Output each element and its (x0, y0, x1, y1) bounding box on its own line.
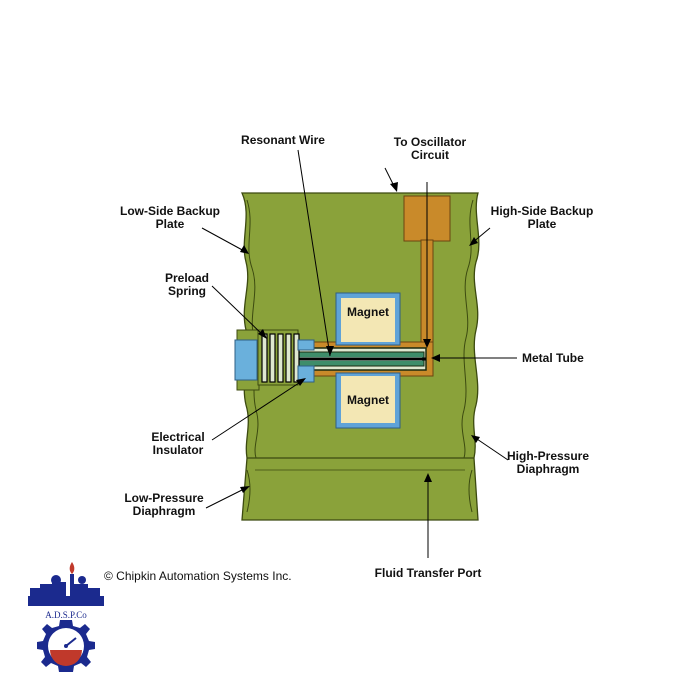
preload-spring (261, 333, 300, 383)
insulator-upper (297, 339, 315, 351)
label-low-side-backup-2: Plate (156, 217, 185, 231)
magnet-top-label: Magnet (347, 305, 389, 319)
label-preload-1: Preload (165, 271, 209, 285)
label-high-side-backup-2: Plate (528, 217, 557, 231)
label-preload-2: Spring (168, 284, 206, 298)
label-high-pressure-2: Diaphragm (517, 462, 580, 476)
label-high-pressure-1: High-Pressure (507, 449, 589, 463)
label-electrical-2: Insulator (153, 443, 204, 457)
label-low-pressure-1: Low-Pressure (124, 491, 204, 505)
logo-text: A.D.S.P.Co (45, 610, 87, 620)
low-pressure-diaphragm (246, 469, 251, 513)
arrow-head (326, 346, 334, 356)
preload-assembly (234, 329, 315, 391)
magnet-top: Magnet (335, 292, 401, 346)
electrical-insulator (297, 365, 315, 383)
end-cap-insulator (234, 339, 258, 381)
label-low-pressure-2: Diaphragm (133, 504, 196, 518)
flame-icon (69, 562, 75, 574)
company-logo: A.D.S.P.Co (28, 562, 104, 672)
label-low-side-backup-1: Low-Side Backup (120, 204, 220, 218)
label-resonant-wire: Resonant Wire (241, 133, 325, 147)
label-electrical-1: Electrical (151, 430, 204, 444)
label-to-oscillator-1: To Oscillator (394, 135, 467, 149)
copyright-text: © Chipkin Automation Systems Inc. (104, 569, 292, 583)
label-fluid-transfer-port: Fluid Transfer Port (375, 566, 482, 580)
leader-lines (201, 149, 517, 558)
label-high-side-backup-1: High-Side Backup (491, 204, 594, 218)
labels: Resonant Wire To Oscillator Circuit Low-… (120, 133, 593, 580)
magnet-bottom: Magnet (335, 372, 401, 429)
high-side-backup-plate (461, 199, 474, 459)
gear-icon (37, 620, 95, 672)
label-metal-tube: Metal Tube (522, 351, 584, 365)
magnet-bottom-label: Magnet (347, 393, 389, 407)
factory-icon (28, 574, 104, 606)
label-to-oscillator-2: Circuit (411, 148, 449, 162)
high-pressure-diaphragm (468, 469, 473, 513)
